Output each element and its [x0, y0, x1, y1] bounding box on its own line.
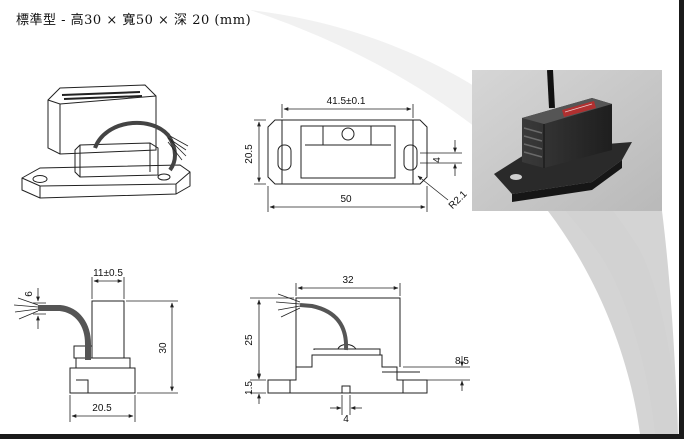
dim-side-base-width: 20.5	[92, 403, 112, 414]
side-view-dimensions	[33, 277, 178, 422]
dim-top-radius: R2.1	[447, 189, 470, 212]
isometric-view	[21, 84, 191, 199]
frame-border-right	[679, 0, 684, 439]
dim-front-top-width: 32	[342, 275, 354, 286]
dim-top-total-width: 50	[340, 194, 352, 205]
dim-top-slot-width: 4	[432, 157, 443, 163]
dim-side-top-width: 11±0.5	[93, 268, 123, 279]
dim-top-inner-width: 41.5±0.1	[327, 96, 366, 107]
side-view	[13, 297, 136, 394]
dim-front-body-height: 25	[244, 334, 255, 346]
dim-front-bottom-width: 4	[343, 414, 349, 425]
front-view-dimensions	[250, 283, 470, 415]
dim-front-right-offset: 8.5	[455, 356, 469, 367]
front-view	[267, 293, 428, 394]
sensor-photo-illustration	[472, 70, 662, 211]
frame-border-bottom	[0, 434, 684, 439]
photo-shadow	[548, 211, 678, 434]
top-view-dimensions	[254, 104, 462, 212]
dim-front-base-height: 1.5	[244, 381, 255, 395]
spec-caption: 標準型 - 高30 × 寬50 × 深 20 (mm)	[16, 13, 252, 28]
top-view	[267, 119, 428, 185]
product-photo	[472, 70, 662, 211]
dim-side-wire: 6	[24, 291, 35, 297]
dim-top-height: 20.5	[244, 144, 255, 164]
dim-side-height: 30	[158, 342, 169, 354]
